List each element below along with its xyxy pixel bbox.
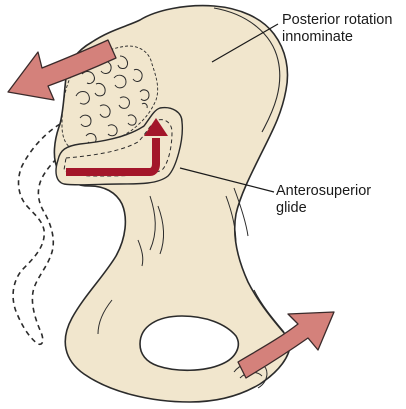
bone-contours <box>97 187 285 335</box>
obturator-foramen <box>139 315 240 372</box>
anterosuperior-glide-label: Anterosuperior glide <box>276 183 371 217</box>
glide-arrow-icon <box>66 138 160 176</box>
posterior-rotation-line-1: Posterior rotation <box>282 12 393 28</box>
rotation-arrow-right-icon <box>237 311 335 379</box>
posterior-rotation-label: Posterior rotation innominate <box>282 12 392 46</box>
posterior-leader-line <box>211 23 279 63</box>
posterior-rotation-line-2: innominate <box>282 29 353 45</box>
anterosuperior-glide-line-2: glide <box>276 200 307 216</box>
rotation-arrow-left-icon <box>7 39 117 101</box>
auricular-region-outline <box>61 45 159 151</box>
iliac-crest-line <box>213 7 281 133</box>
glide-arrowhead-icon <box>144 118 168 136</box>
anterosuperior-glide-line-1: Anterosuperior <box>276 183 372 199</box>
anterosuperior-leader-line <box>179 167 275 193</box>
